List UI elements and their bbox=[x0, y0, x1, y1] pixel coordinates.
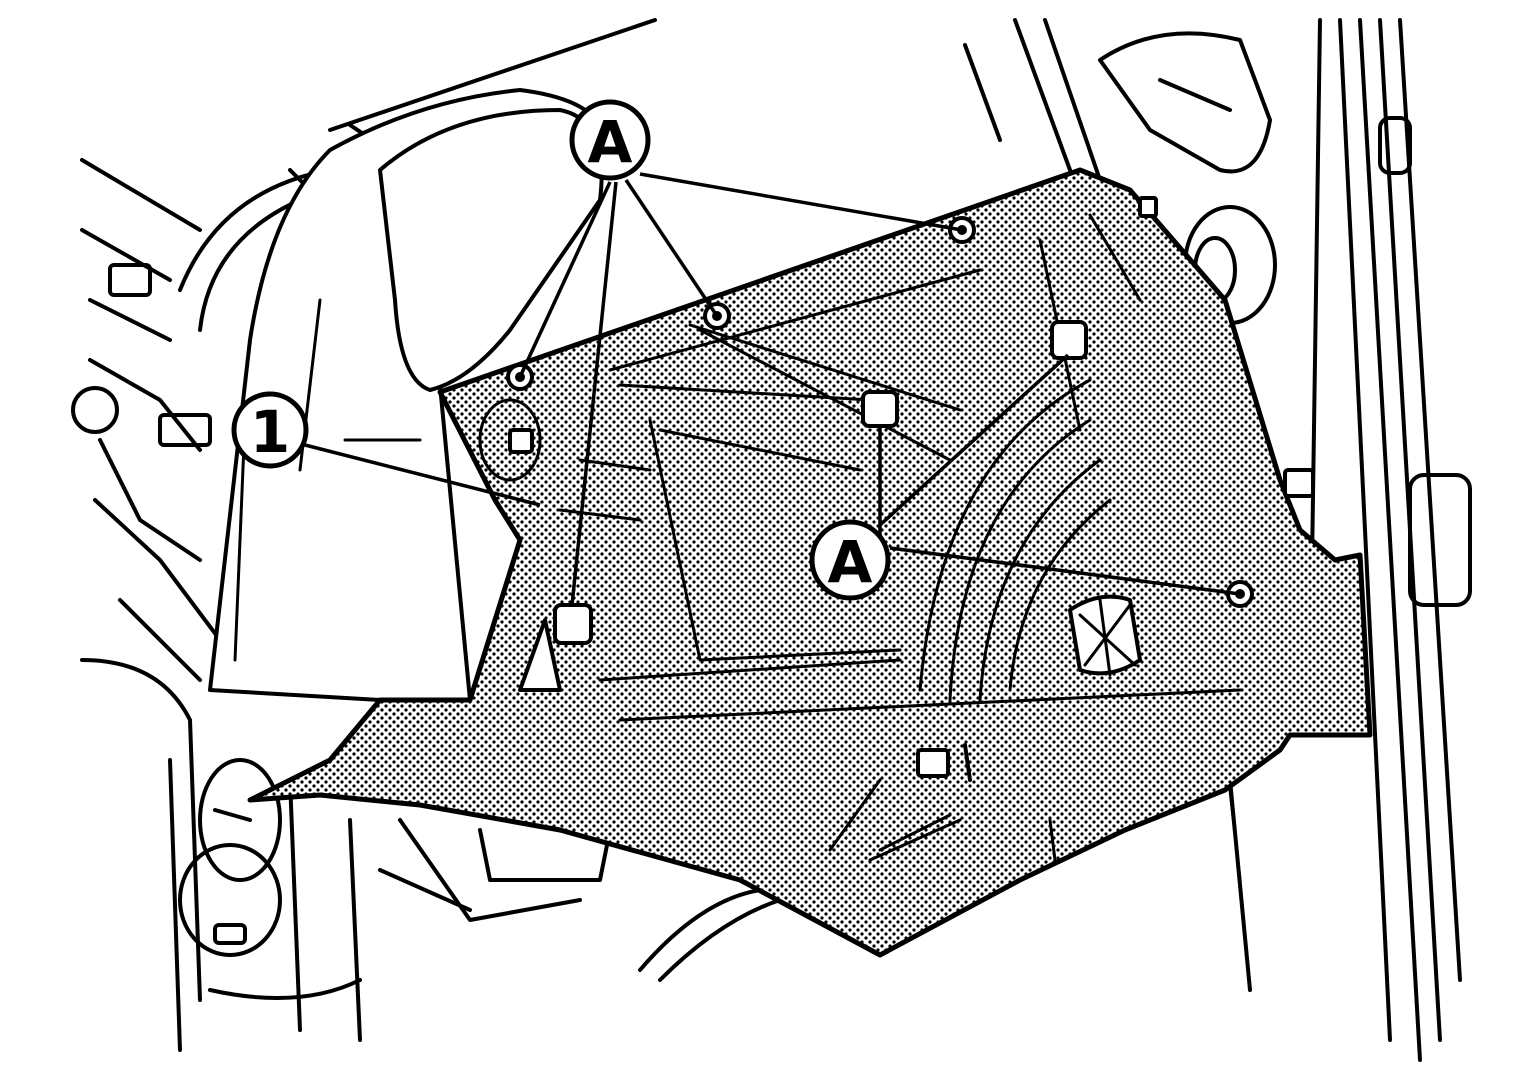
callout-label-part-1: 1 bbox=[250, 398, 290, 466]
leader-lines bbox=[304, 172, 1241, 606]
callout-fastener-upper: A bbox=[569, 99, 651, 181]
callout-label-fastener-lower: A bbox=[828, 528, 873, 596]
fastener-clip bbox=[1050, 320, 1088, 360]
pillar-trim-cover bbox=[208, 88, 607, 702]
fastener-clip bbox=[861, 390, 899, 428]
callout-fastener-lower: A bbox=[809, 519, 891, 601]
callout-part-1: 1 bbox=[231, 391, 309, 469]
callout-label-fastener-upper: A bbox=[588, 108, 633, 176]
fastener-clip bbox=[553, 603, 593, 645]
vent-grille bbox=[1068, 594, 1142, 677]
